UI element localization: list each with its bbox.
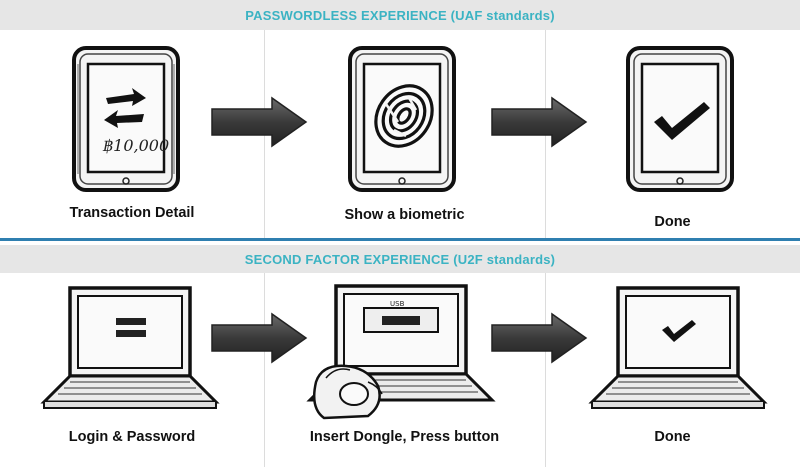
section-header-passwordless: PASSWORDLESS EXPERIENCE (UAF standards): [0, 0, 800, 30]
tablet-transaction-icon: ฿10,000: [72, 46, 180, 192]
section-divider: [0, 238, 800, 241]
column-divider: [545, 273, 546, 467]
section-header-second-factor: SECOND FACTOR EXPERIENCE (U2F standards): [0, 245, 800, 273]
section-title: PASSWORDLESS EXPERIENCE (UAF standards): [245, 7, 555, 23]
section-title: SECOND FACTOR EXPERIENCE (U2F standards): [244, 251, 556, 267]
laptop-dongle-icon: USB: [306, 284, 496, 420]
step-label: Show a biometric: [344, 207, 465, 223]
arrow-right-icon: [491, 312, 588, 364]
laptop-login-icon: [40, 286, 220, 409]
column-divider: [264, 273, 265, 467]
tablet-fingerprint-icon: [348, 46, 456, 192]
step-label: Done: [654, 214, 691, 230]
arrow-right-icon: [211, 96, 308, 148]
step-label: Transaction Detail: [69, 205, 195, 221]
arrow-right-icon: [211, 312, 308, 364]
arrow-right-icon: [491, 96, 588, 148]
usb-label: USB: [390, 300, 405, 308]
laptop-checkmark-icon: [588, 286, 768, 409]
step-label: Login & Password: [68, 429, 196, 445]
tablet-checkmark-icon: [626, 46, 734, 192]
step-label: Done: [654, 429, 691, 445]
step-label: Insert Dongle, Press button: [309, 429, 500, 445]
amount-text: ฿10,000: [102, 136, 169, 155]
